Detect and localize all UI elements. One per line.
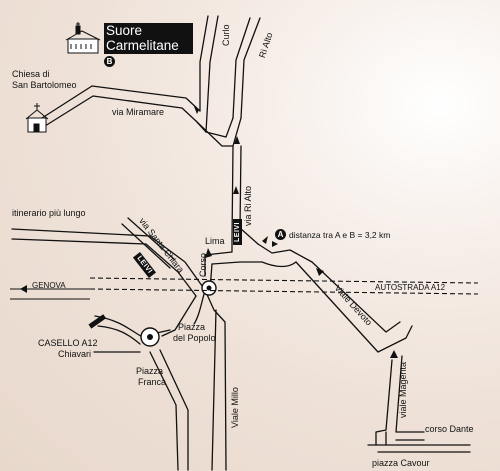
marker-b: B [104, 56, 115, 67]
san-bartolomeo-label: San Bartolomeo [12, 80, 77, 90]
arrow-a-icon [262, 236, 268, 244]
arrow-corso-icon [205, 248, 212, 258]
corso-label: Corso [198, 252, 208, 277]
arrow-miramare-icon [193, 104, 199, 114]
itinerario-road [11, 228, 206, 291]
via-miramare-label: via Miramare [112, 107, 165, 117]
corso-dante-label: corso Dante [425, 424, 474, 434]
autostrada-line-top [89, 277, 479, 284]
chiavari-label: Chiavari [58, 349, 92, 359]
arrow-ri-alto-icon [233, 186, 239, 194]
marker-a: A [275, 229, 286, 240]
leivi-tag-1: LEIVI [233, 218, 242, 245]
via-miramare-road [41, 85, 201, 119]
distance-note: distanza tra A e B = 3,2 km [289, 230, 391, 240]
title-line-2: Carmelitane [106, 38, 179, 53]
casello-label: CASELLO A12 [38, 338, 98, 348]
viale-millo-label: Viale Millo [230, 387, 240, 428]
church-icon [25, 103, 49, 133]
arrow-ri-alto-top-icon [234, 136, 240, 144]
arrow-devoto-icon [316, 268, 324, 276]
ri-alto-top-road [232, 17, 251, 119]
viale-devoto-road [311, 261, 401, 333]
convent-icon [65, 22, 101, 54]
curlo-label: Curlo [221, 24, 231, 46]
title-line-1: Suore [106, 23, 143, 38]
arrow-genova-icon [20, 285, 27, 293]
corso-road [204, 239, 233, 256]
casello-toll-bar [88, 314, 107, 329]
via-ri-alto-label: via Ri Alto [243, 185, 253, 226]
piazza-franca-label-2: Franca [138, 377, 167, 387]
via-santa-chiara-road [127, 217, 176, 261]
genova-label: GENOVA [32, 281, 66, 290]
itinerario-label: itinerario più lungo [12, 208, 86, 218]
arrow-magenta-icon [390, 350, 398, 358]
viale-millo-road [211, 309, 217, 471]
autostrada-line-bottom [89, 288, 479, 295]
piazza-del-popolo-label-1: Piazza [178, 322, 206, 332]
lima-label: Lima [205, 236, 225, 246]
destination-title: Suore Carmelitane [104, 23, 193, 54]
viale-magenta-label: viale Magenta [398, 361, 408, 418]
viale-magenta-road [375, 359, 393, 446]
direction-arrows [20, 104, 398, 358]
piazza-franca-label-1: Piazza [136, 366, 164, 376]
chiesa-label: Chiesa di [12, 69, 50, 79]
piazza-del-popolo-label-2: del Popolo [173, 333, 216, 343]
autostrada-label: AUTOSTRADA A12 [375, 283, 446, 292]
curlo-road [199, 15, 209, 112]
via-ri-alto-road [231, 145, 234, 241]
piazza-cavour-label: piazza Cavour [372, 458, 430, 468]
